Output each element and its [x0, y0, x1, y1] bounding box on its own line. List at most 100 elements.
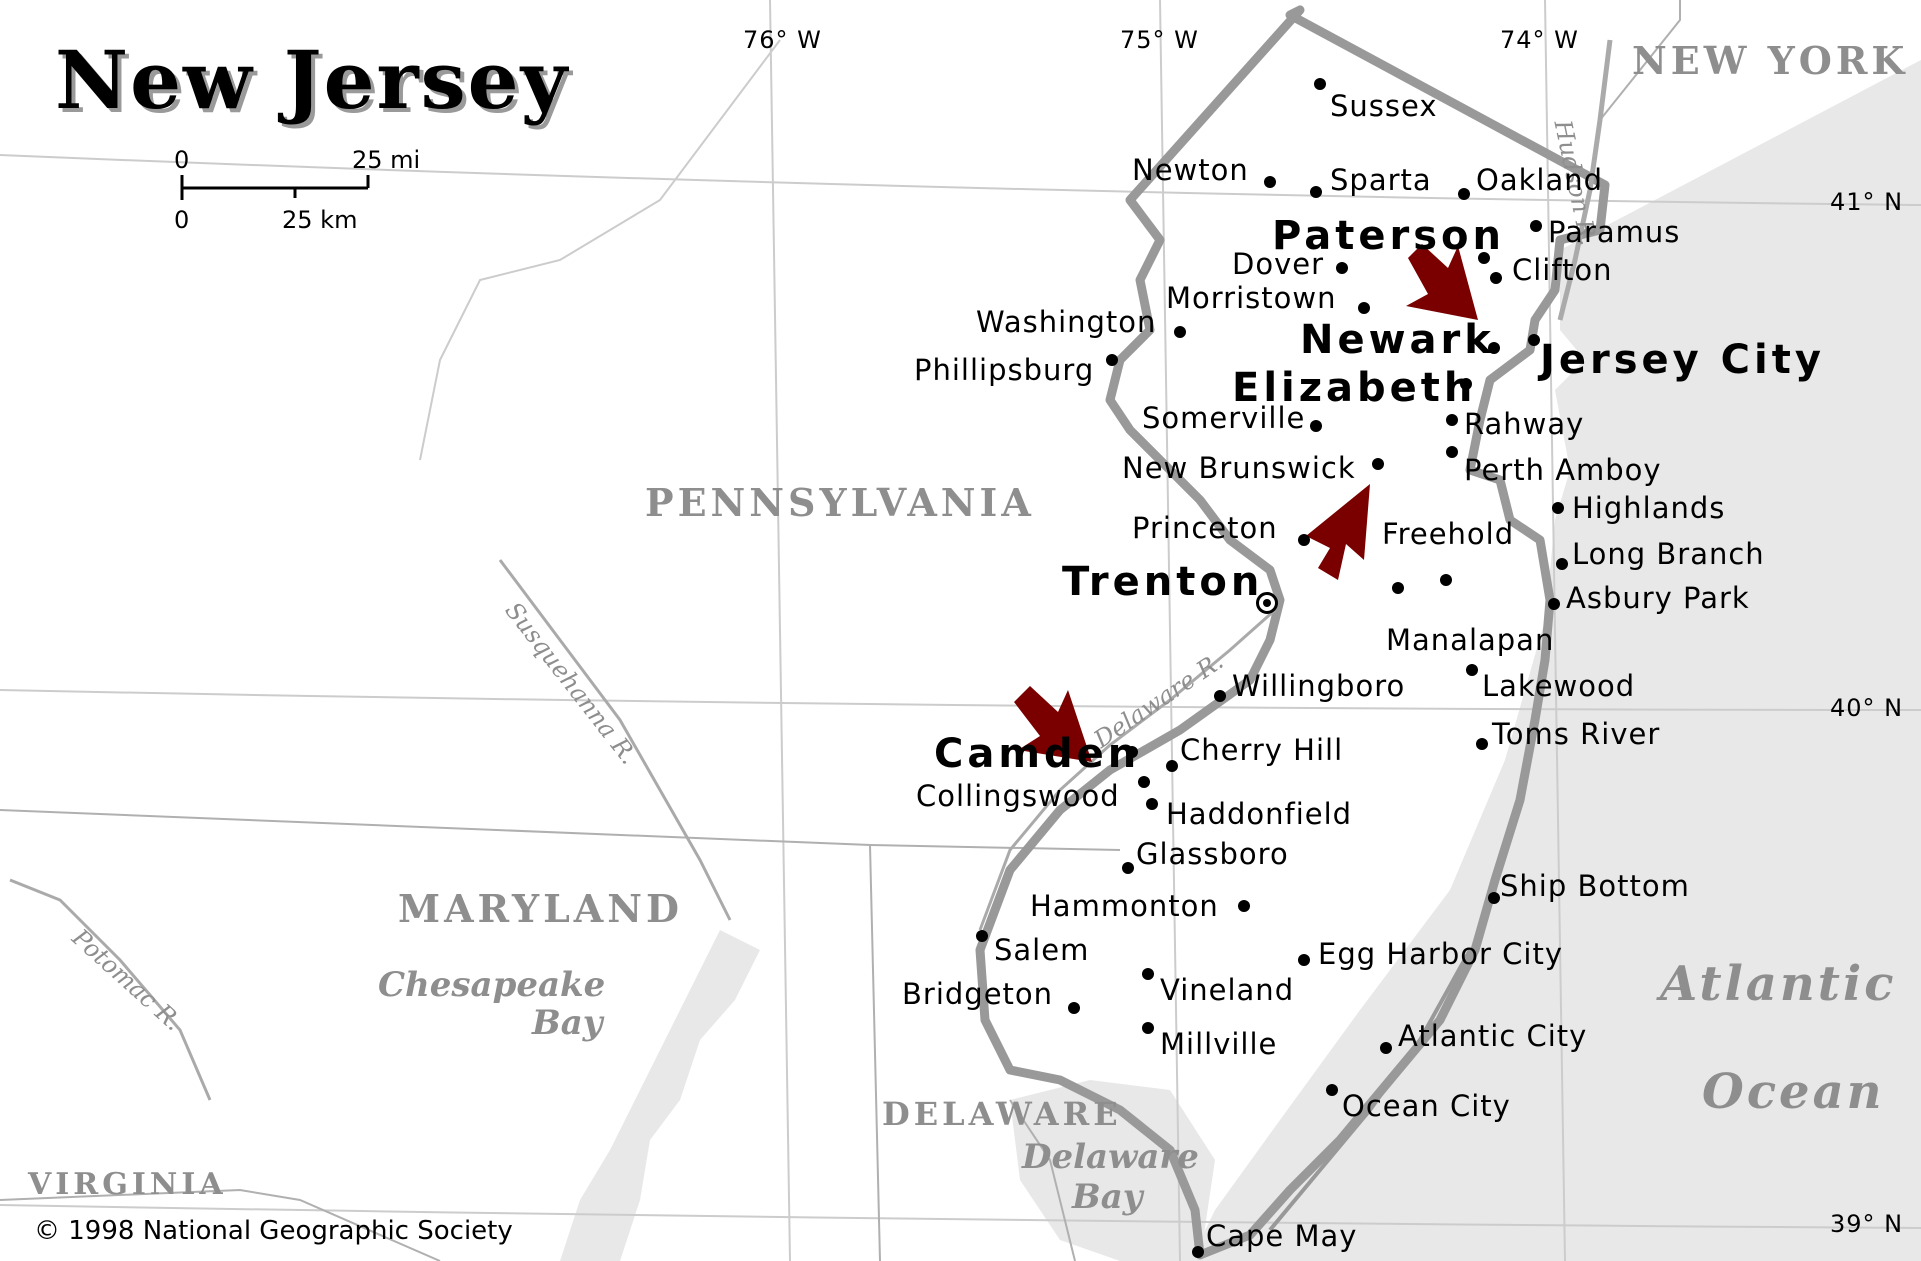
city-dot-sparta	[1310, 186, 1322, 198]
arrow-new-brunswick	[1306, 484, 1370, 580]
city-label-washington: Washington	[976, 305, 1157, 339]
latitude-41n: 41° N	[1830, 188, 1904, 216]
pennsylvania-river	[419, 39, 781, 461]
city-dot-collingswood	[1138, 776, 1150, 788]
city-dot-princeton	[1298, 534, 1310, 546]
hudson-river	[1557, 39, 1613, 321]
latitude-39n: 39° N	[1830, 1210, 1904, 1238]
city-label-long-branch: Long Branch	[1572, 537, 1765, 571]
chesapeake-label: Chesapeake	[378, 965, 606, 1005]
city-label-willingboro: Willingboro	[1232, 669, 1406, 703]
city-dot-jersey-city	[1528, 334, 1540, 346]
city-label-atlantic-city: Atlantic City	[1398, 1019, 1588, 1053]
city-label-collingswood: Collingswood	[916, 779, 1120, 813]
city-label-hammonton: Hammonton	[1030, 889, 1219, 923]
city-dot-newton	[1264, 176, 1276, 188]
city-label-perth-amboy: Perth Amboy	[1464, 453, 1662, 487]
city-dot-new-brunswick	[1372, 458, 1384, 470]
city-dot-haddonfield	[1146, 798, 1158, 810]
city-label-paramus: Paramus	[1548, 215, 1681, 249]
copyright-notice: © 1998 National Geographic Society	[34, 1216, 513, 1246]
city-label-morristown: Morristown	[1166, 281, 1337, 315]
state-maryland: MARYLAND	[398, 886, 683, 931]
city-dot-clifton	[1490, 272, 1502, 284]
city-dot-rahway	[1446, 414, 1458, 426]
potomac-river	[9, 878, 212, 1101]
arrow-newark	[1406, 244, 1478, 320]
city-label-camden: Camden	[934, 731, 1141, 777]
state-virginia: VIRGINIA	[28, 1167, 227, 1202]
city-label-oakland: Oakland	[1476, 163, 1604, 197]
city-dot-ocean-city	[1326, 1084, 1338, 1096]
city-label-lakewood: Lakewood	[1482, 669, 1636, 703]
city-dot-salem	[976, 930, 988, 942]
chesapeake-bay-label: Bay	[532, 1003, 603, 1043]
chesapeake-bay-water	[560, 930, 760, 1261]
city-label-paterson: Paterson	[1272, 213, 1505, 259]
city-dot-willingboro	[1214, 690, 1226, 702]
city-label-egg-harbor-city: Egg Harbor City	[1318, 937, 1563, 971]
city-label-newark: Newark	[1300, 317, 1495, 363]
city-label-highlands: Highlands	[1572, 491, 1726, 525]
delaware-river	[978, 608, 1276, 931]
city-dot-camden	[1126, 746, 1138, 758]
city-dot-oakland	[1458, 188, 1470, 200]
delaware-bay-label: Bay	[1072, 1177, 1143, 1217]
city-dot-morristown	[1358, 302, 1370, 314]
highlight-arrows	[1014, 244, 1478, 762]
scale-bar	[180, 175, 370, 200]
state-borders	[0, 0, 1681, 1261]
city-label-cape-may: Cape May	[1206, 1219, 1358, 1253]
scale-km-value: 25 km	[282, 206, 358, 234]
city-label-sussex: Sussex	[1330, 89, 1438, 123]
city-label-freehold: Freehold	[1382, 517, 1515, 551]
city-dot-cape-may	[1192, 1246, 1204, 1258]
city-label-ocean-city: Ocean City	[1342, 1089, 1511, 1123]
city-dot-paramus	[1530, 220, 1542, 232]
city-label-manalapan: Manalapan	[1386, 623, 1555, 657]
city-label-ship-bottom: Ship Bottom	[1500, 869, 1690, 903]
arrow-camden	[1014, 686, 1092, 762]
longitude-74w: 74° W	[1500, 26, 1579, 54]
city-dot-hammonton	[1238, 900, 1250, 912]
state-new-york: NEW YORK	[1632, 38, 1909, 83]
city-dot-washington	[1174, 326, 1186, 338]
city-dot-sussex	[1314, 78, 1326, 90]
city-label-trenton: Trenton	[1062, 559, 1264, 605]
map-title: New Jersey	[55, 33, 570, 127]
city-dot-toms-river	[1476, 738, 1488, 750]
city-label-phillipsburg: Phillipsburg	[914, 353, 1095, 387]
city-dot-paterson	[1478, 252, 1490, 264]
city-dot-ship-bottom	[1488, 892, 1500, 904]
city-label-jersey-city: Jersey City	[1540, 337, 1825, 383]
city-dot-highlands	[1552, 502, 1564, 514]
susquehanna-river	[498, 559, 732, 921]
city-dot-atlantic-city	[1380, 1042, 1392, 1054]
city-dot-manalapan	[1392, 582, 1404, 594]
city-dot-asbury-park	[1548, 598, 1560, 610]
city-label-haddonfield: Haddonfield	[1166, 797, 1353, 831]
capital-marker-trenton	[1256, 592, 1278, 614]
new-jersey-border	[975, 5, 1610, 1260]
latitude-40n: 40° N	[1830, 694, 1904, 722]
new-york-shore	[1640, 95, 1921, 260]
longitude-75w: 75° W	[1120, 26, 1199, 54]
city-label-sparta: Sparta	[1330, 163, 1432, 197]
ocean-label: Ocean	[1702, 1064, 1885, 1120]
city-label-new-brunswick: New Brunswick	[1122, 451, 1356, 485]
city-label-dover: Dover	[1232, 247, 1324, 281]
city-dot-glassboro	[1122, 862, 1134, 874]
city-dot-perth-amboy	[1446, 446, 1458, 458]
city-label-toms-river: Toms River	[1492, 717, 1661, 751]
scale-km-zero: 0	[174, 206, 190, 234]
state-delaware: DELAWARE	[882, 1095, 1122, 1133]
city-dot-cherry-hill	[1166, 760, 1178, 772]
longitude-76w: 76° W	[743, 26, 822, 54]
barrier-islands	[1268, 949, 1472, 1232]
city-dot-dover	[1336, 262, 1348, 274]
city-label-princeton: Princeton	[1132, 511, 1278, 545]
city-label-salem: Salem	[994, 933, 1090, 967]
